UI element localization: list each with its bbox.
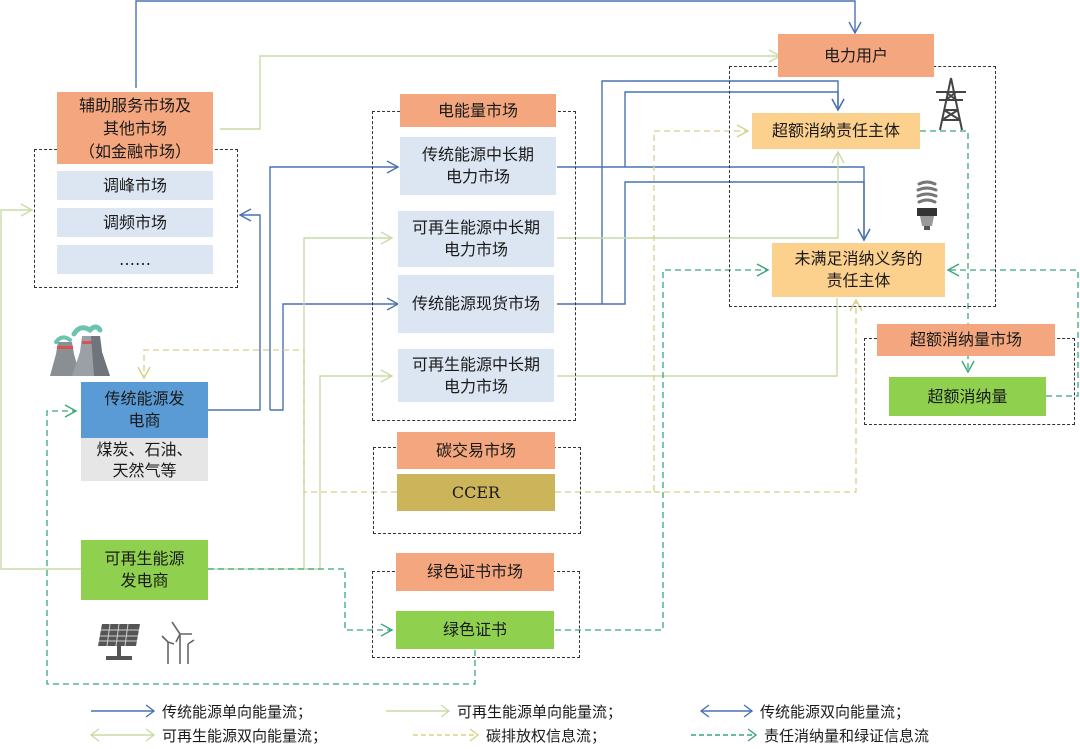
green-cert-box: 绿色证书 xyxy=(396,611,554,649)
unmet-obligation-entity: 未满足消纳义务的 责任主体 xyxy=(772,243,945,297)
legend-swatch-renewable-double xyxy=(90,728,156,742)
legend-label: 传统能源双向能量流； xyxy=(760,702,911,721)
flow-trad-to-ancillary xyxy=(135,0,862,88)
legend-item-carbon-info: 碳排放权信息流； xyxy=(412,724,606,746)
ccer-box: CCER xyxy=(397,474,555,511)
renewable-mid-long-term-market-2: 可再生能源中长期 电力市场 xyxy=(398,349,554,402)
cert-greencert-to-gen xyxy=(46,404,476,685)
flow-mid2-to-unmet xyxy=(557,298,838,377)
frequency-regulation-market: 调频市场 xyxy=(57,208,213,237)
cert-excess-entity-to-market xyxy=(920,130,975,374)
legend-swatch-traditional-double xyxy=(700,704,754,718)
cert-greencert-to-unmet xyxy=(555,263,770,631)
traditional-mid-long-term-market: 传统能源中长期 电力市场 xyxy=(400,137,556,195)
legend-label: 责任消纳量和绿证信息流 xyxy=(764,726,930,745)
traditional-fuel-sources: 煤炭、石油、 天然气等 xyxy=(81,438,208,481)
flow-renew-to-ancillary xyxy=(0,203,82,570)
flow-gen-to-trad-spot xyxy=(270,297,400,411)
excess-responsibility-entity: 超额消纳责任主体 xyxy=(752,113,920,149)
cert-renew-to-greencert xyxy=(208,568,394,637)
traditional-spot-market: 传统能源现货市场 xyxy=(398,275,554,333)
carbon-ccer-to-gen xyxy=(137,349,397,493)
ancillary-more-markets: …… xyxy=(57,245,213,274)
excess-consumption-market-header: 超额消纳量市场 xyxy=(877,324,1055,356)
ancillary-market-header: 辅助服务市场及 其他市场 （如金融市场） xyxy=(57,92,213,164)
flow-spot-to-excess xyxy=(557,80,845,305)
solar-panel-icon xyxy=(98,623,140,660)
legend-item-traditional-single: 传统能源单向能量流； xyxy=(90,700,312,722)
energy-market-header: 电能量市场 xyxy=(400,94,556,127)
power-plant-cooling-towers-icon xyxy=(50,324,110,376)
carbon-ccer-to-unmet xyxy=(654,298,863,493)
legend-item-renewable-single: 可再生能源单向能量流； xyxy=(385,700,622,722)
renewable-mid-long-term-market-1: 可再生能源中长期 电力市场 xyxy=(398,211,554,267)
carbon-ccer-to-excess xyxy=(555,124,750,493)
legend-label: 可再生能源双向能量流； xyxy=(162,726,328,745)
legend-item-cert-info: 责任消纳量和绿证信息流 xyxy=(690,724,929,746)
cert-excessamount-to-unmet xyxy=(946,263,1079,397)
flow-renew-ancillary-users xyxy=(220,49,782,130)
light-bulb-icon xyxy=(916,180,938,230)
traditional-generator: 传统能源发 电商 xyxy=(81,382,208,438)
legend-swatch-traditional-single xyxy=(91,704,156,718)
transmission-tower-icon xyxy=(936,77,966,131)
flow-mid1-to-excess xyxy=(557,150,845,239)
legend-label: 可再生能源单向能量流； xyxy=(457,702,623,721)
wind-turbine-icon xyxy=(161,621,195,664)
flow-spot-to-unmet xyxy=(602,181,871,305)
legend-swatch-carbon-info xyxy=(413,728,480,742)
power-users-header: 电力用户 xyxy=(778,34,934,77)
flow-gen-to-trad-mid xyxy=(269,160,400,410)
legend-item-traditional-double: 传统能源双向能量流； xyxy=(700,700,910,722)
legend-swatch-cert-info xyxy=(691,728,758,742)
legend-label: 碳排放权信息流； xyxy=(486,726,607,745)
carbon-market-header: 碳交易市场 xyxy=(397,432,555,469)
peak-regulation-market: 调峰市场 xyxy=(57,171,213,200)
renewable-generator: 可再生能源 发电商 xyxy=(81,540,208,600)
excess-consumption-amount: 超额消纳量 xyxy=(889,377,1046,416)
flow-gen-to-ancillary xyxy=(208,208,261,411)
legend-item-renewable-double: 可再生能源双向能量流； xyxy=(90,724,327,746)
legend-label: 传统能源单向能量流； xyxy=(162,702,313,721)
green-cert-market-header: 绿色证书市场 xyxy=(396,553,554,591)
legend-swatch-renewable-single xyxy=(386,704,451,718)
